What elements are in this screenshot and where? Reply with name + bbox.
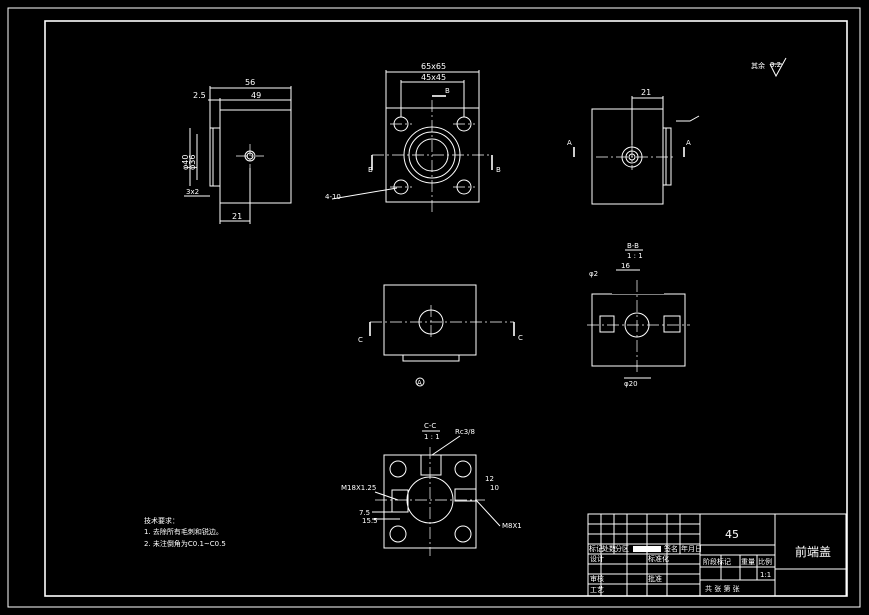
svg-text:共 张 第 张: 共 张 第 张	[705, 584, 740, 593]
title-block: 45 前端盖 标记 处数 分区 签名 年月日 设计 标准化 阶段标记 重量 比例…	[587, 513, 847, 597]
part-name: 前端盖	[795, 544, 831, 559]
svg-text:A: A	[686, 139, 691, 147]
technical-notes: 技术要求： 1. 去除所有毛刺和锐边。 2. 未注倒角为C0.1~C0.5	[144, 516, 226, 548]
svg-text:比例: 比例	[758, 557, 772, 566]
svg-text:其余: 其余	[751, 61, 765, 70]
svg-text:1 : 1: 1 : 1	[424, 433, 440, 441]
dim-holes: 4-10	[325, 193, 341, 201]
dim-phi2: φ2	[589, 270, 598, 278]
note-1: 1. 去除所有毛刺和锐边。	[144, 527, 223, 536]
svg-text:工艺: 工艺	[590, 586, 604, 594]
bottom-view: C C A	[358, 284, 523, 387]
svg-text:处数: 处数	[602, 544, 616, 553]
dim-phi20: φ20	[624, 380, 638, 388]
svg-text:B: B	[445, 87, 450, 95]
svg-text:标记: 标记	[589, 544, 603, 553]
dim-45x45: 45x45	[421, 73, 446, 82]
svg-text:C: C	[518, 334, 523, 342]
svg-text:阶段标记: 阶段标记	[703, 557, 731, 566]
dim-12: 12	[485, 475, 494, 483]
svg-text:标准化: 标准化	[648, 554, 669, 563]
outer-frame	[7, 7, 861, 608]
svg-text:设计: 设计	[590, 554, 604, 563]
inner-frame	[44, 20, 848, 597]
dim-rc38: Rc3/8	[455, 428, 475, 436]
front-view: 65x65 45x45 B B B 4-10	[325, 62, 501, 212]
svg-text:年月日: 年月日	[681, 544, 702, 553]
section-c-c: C-C 1 : 1 Rc3/8 M18X1.25 12 10 7.5 15.5 …	[341, 422, 522, 556]
dim-m18: M18X1.25	[341, 484, 376, 492]
right-view: 21 A A	[567, 88, 700, 205]
note-2: 2. 未注倒角为C0.1~C0.5	[144, 539, 226, 548]
svg-text:批准: 批准	[648, 574, 662, 583]
dim-65x65: 65x65	[421, 62, 446, 71]
svg-text:A: A	[417, 379, 422, 387]
svg-text:1 : 1: 1 : 1	[627, 252, 643, 260]
dim-21: 21	[232, 212, 242, 221]
svg-text:B-B: B-B	[627, 242, 639, 250]
svg-text:审核: 审核	[590, 574, 604, 583]
roughness-note: 其余 3.2	[751, 57, 787, 78]
svg-text:B: B	[368, 166, 373, 174]
dim-phi40: φ40	[181, 155, 190, 170]
notes-title: 技术要求：	[144, 516, 179, 525]
dim-56: 56	[245, 78, 255, 87]
dim-phi36: φ36	[188, 155, 197, 170]
dim-m8: M8X1	[502, 522, 522, 530]
svg-text:1:1: 1:1	[760, 571, 771, 579]
svg-text:C-C: C-C	[424, 422, 436, 430]
svg-text:A: A	[567, 139, 572, 147]
dim-16: 16	[621, 262, 630, 270]
svg-text:签名: 签名	[664, 544, 678, 553]
dim-7-5: 7.5	[359, 509, 370, 517]
dim-10: 10	[490, 484, 499, 492]
svg-text:3.2: 3.2	[770, 61, 781, 69]
dim-15-5: 15.5	[362, 517, 378, 525]
dim-49: 49	[251, 91, 261, 100]
svg-text:B: B	[496, 166, 501, 174]
svg-text:C: C	[358, 336, 363, 344]
svg-text:分区: 分区	[615, 544, 629, 553]
svg-text:重量: 重量	[741, 558, 755, 566]
section-b-b: B-B 1 : 1 φ2 16 φ20	[587, 242, 690, 388]
material: 45	[725, 528, 739, 541]
dim-2-5: 2.5	[193, 91, 206, 100]
dim-21b: 21	[641, 88, 651, 97]
side-view: 56 2.5 49 21 φ40 φ36 3x2	[181, 78, 292, 224]
dim-3x2: 3x2	[186, 188, 199, 196]
